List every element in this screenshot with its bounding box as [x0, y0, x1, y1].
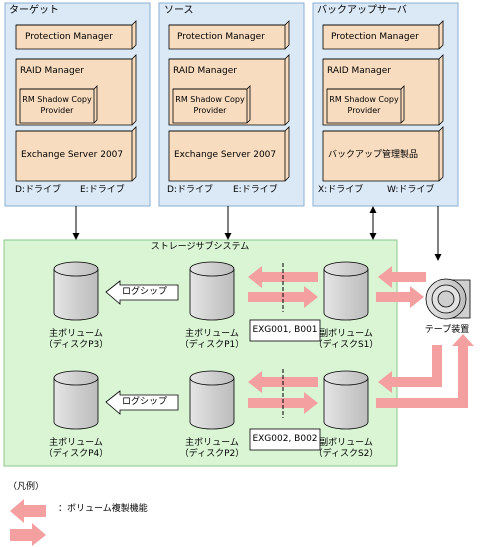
backup-protection-manager: Protection Manager [331, 32, 419, 42]
legend-replication-label: ：ボリューム複製機能 [58, 504, 148, 514]
backup-application: バックアップ管理製品 [328, 150, 419, 160]
backup-rm-shadow-copy-2: Provider [347, 106, 381, 115]
log-ship-arrow-2 [105, 390, 179, 415]
target-drive-e: E:ドライブ [80, 185, 125, 195]
storage-title: ストレージサブシステム [150, 242, 250, 252]
log-ship-label-1: ログシップ [122, 287, 168, 297]
disk-p3-label-1: 主ボリューム [49, 329, 103, 339]
disk-p1-label-2: （ディスクP1） [179, 340, 245, 350]
disk-p3 [53, 261, 99, 321]
source-rm-shadow-copy-1: RM Shadow Copy [175, 95, 245, 104]
source-drive-d: D:ドライブ [167, 185, 213, 195]
replication-arrow-tape-s1 [378, 266, 426, 288]
legend-arrows [10, 499, 46, 546]
source-application: Exchange Server 2007 [174, 150, 277, 160]
disk-s1-label-1: 副ボリューム [319, 329, 373, 339]
disk-p2-label-2: （ディスクP2） [179, 449, 245, 459]
replication-arrow-s2-tape [376, 334, 474, 408]
server-panel-target [4, 2, 151, 207]
target-rm-shadow-copy-2: Provider [40, 106, 74, 115]
replication-arrow-tape-s2 [378, 345, 442, 393]
source-drive-e: E:ドライブ [233, 185, 278, 195]
tape-device [425, 278, 471, 320]
disk-p2-label-1: 主ボリューム [185, 438, 239, 448]
server-panel-source [158, 2, 305, 207]
pair-label-2: EXG002, B002 [252, 434, 318, 444]
backup-rm-shadow-copy-1: RM Shadow Copy [329, 95, 399, 104]
disk-p4 [53, 370, 99, 430]
disk-s2 [323, 370, 369, 430]
replication-arrow-s1-tape [376, 286, 424, 308]
log-ship-arrow-1 [105, 280, 179, 305]
disk-p1-label-1: 主ボリューム [185, 329, 239, 339]
server-title-target: ターゲット [9, 5, 59, 16]
server-panel-backup [312, 2, 459, 207]
backup-drive-x: X:ドライブ [318, 185, 364, 195]
pair-label-box-1 [249, 319, 321, 342]
disk-s1-label-2: （ディスクS1） [313, 340, 379, 350]
source-raid-manager: RAID Manager [173, 66, 237, 76]
server-title-source: ソース [164, 5, 194, 16]
backup-drive-w: W:ドライブ [387, 185, 435, 195]
pair-label-box-2 [249, 428, 321, 451]
target-protection-manager: Protection Manager [25, 32, 113, 42]
disk-s2-label-1: 副ボリューム [319, 438, 373, 448]
disk-p1 [189, 261, 235, 321]
target-raid-manager: RAID Manager [20, 66, 84, 76]
target-drive-d: D:ドライブ [15, 185, 61, 195]
target-rm-shadow-copy-1: RM Shadow Copy [22, 95, 92, 104]
source-protection-manager: Protection Manager [177, 32, 265, 42]
legend-title: （凡例） [8, 482, 45, 492]
disk-p2 [189, 370, 235, 430]
disk-p3-label-2: （ディスクP3） [43, 340, 109, 350]
pair-label-1: EXG001, B001 [252, 325, 318, 335]
tape-label: テープ装置 [424, 325, 470, 335]
source-rm-shadow-copy-2: Provider [193, 106, 227, 115]
log-ship-label-2: ログシップ [122, 397, 168, 407]
disk-p4-label-1: 主ボリューム [49, 438, 103, 448]
server-title-backup: バックアップサーバ [317, 5, 407, 16]
disk-s2-label-2: （ディスクS2） [313, 449, 379, 459]
disk-s1 [323, 261, 369, 321]
backup-raid-manager: RAID Manager [327, 66, 391, 76]
target-application: Exchange Server 2007 [21, 150, 124, 160]
disk-p4-label-2: （ディスクP4） [43, 449, 109, 459]
